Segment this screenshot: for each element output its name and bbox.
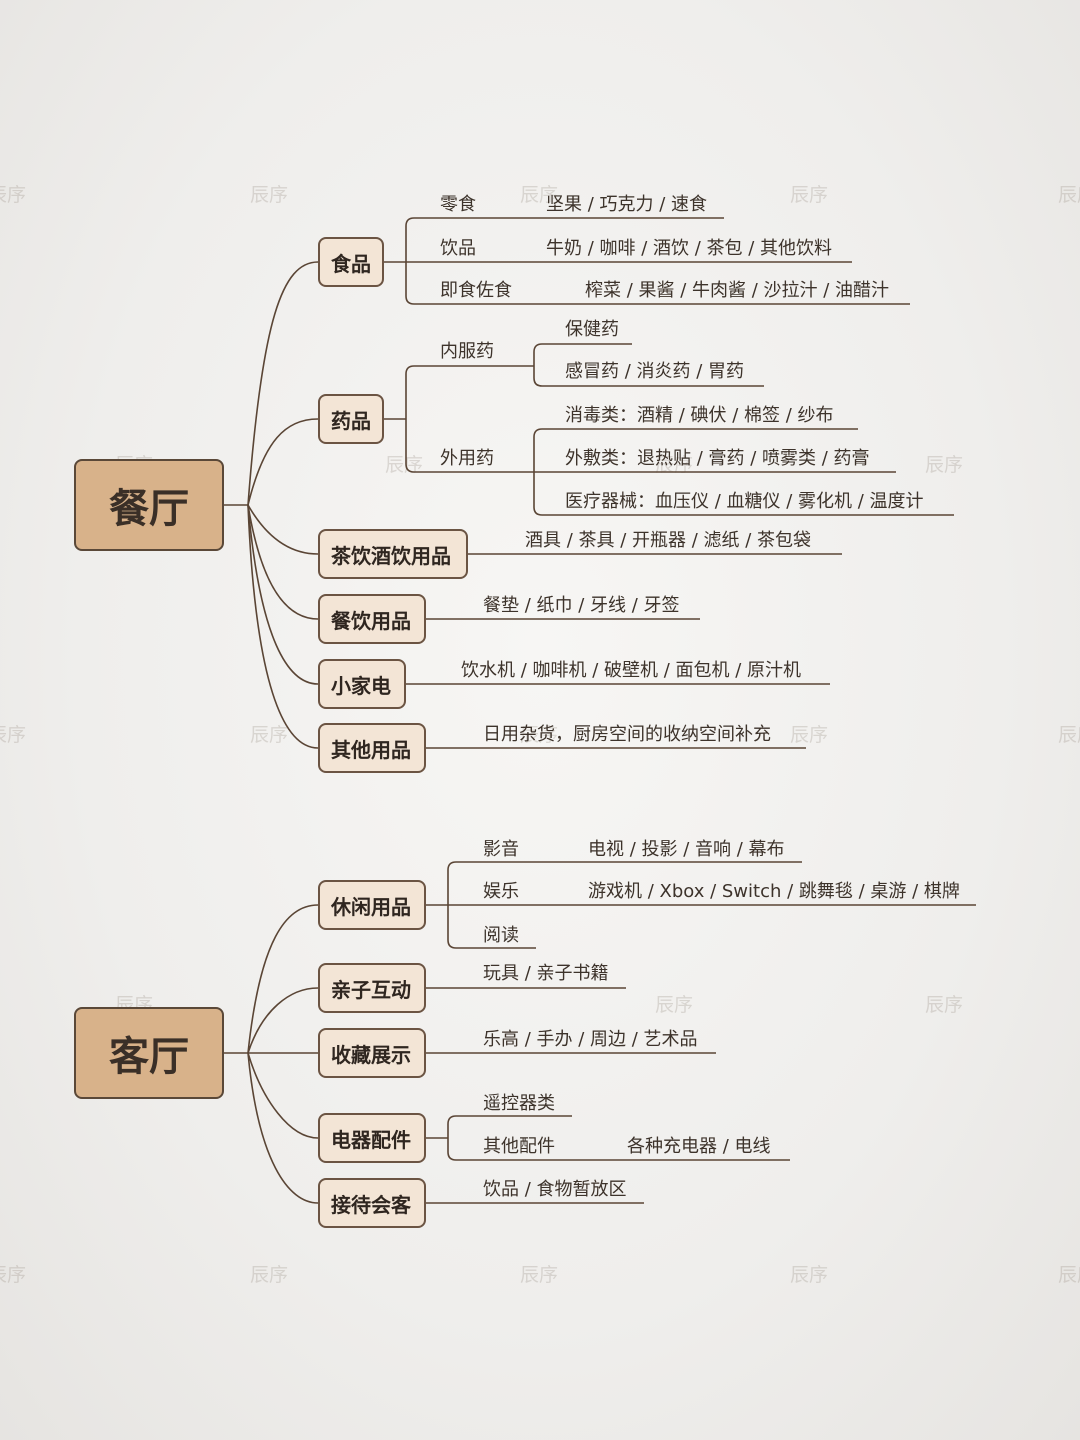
watermark: 辰序 — [790, 184, 829, 206]
watermark: 辰序 — [250, 1264, 289, 1286]
medicine-external: 外用药 — [440, 448, 494, 469]
leisure-read: 阅读 — [483, 925, 519, 946]
node-other: 其他用品 — [318, 723, 426, 773]
food-side: 即食佐食 — [440, 280, 512, 301]
node-tea-wine: 茶饮酒饮用品 — [318, 529, 468, 579]
other-items: 日用杂货，厨房空间的收纳空间补充 — [483, 724, 771, 745]
watermark: 辰序 — [385, 454, 424, 476]
watermark: 辰序 — [925, 454, 964, 476]
food-drink-items: 牛奶 / 咖啡 / 酒饮 / 茶包 / 其他饮料 — [546, 238, 833, 259]
appliance-items: 饮水机 / 咖啡机 / 破壁机 / 面包机 / 原汁机 — [461, 660, 802, 681]
watermark: 辰序 — [655, 994, 694, 1016]
electric-remote: 遥控器类 — [483, 1093, 555, 1114]
watermark: 辰序 — [0, 1264, 27, 1286]
root-restaurant: 餐厅 — [74, 459, 224, 551]
watermark: 辰序 — [520, 184, 559, 206]
leisure-fun-items: 游戏机 / Xbox / Switch / 跳舞毯 / 桌游 / 棋牌 — [588, 881, 960, 902]
root-living-room: 客厅 — [74, 1007, 224, 1099]
leisure-fun: 娱乐 — [483, 881, 519, 902]
tea-items: 酒具 / 茶具 / 开瓶器 / 滤纸 / 茶包袋 — [525, 530, 812, 551]
watermark: 辰序 — [0, 724, 27, 746]
node-family: 亲子互动 — [318, 963, 426, 1013]
watermark: 辰序 — [520, 1264, 559, 1286]
node-medicine: 药品 — [318, 394, 384, 444]
leisure-av-items: 电视 / 投影 / 音响 / 幕布 — [588, 839, 785, 860]
family-items: 玩具 / 亲子书籍 — [483, 963, 609, 984]
node-electric: 电器配件 — [318, 1113, 426, 1163]
watermark: 辰序 — [655, 454, 694, 476]
watermark: 辰序 — [1058, 184, 1080, 206]
electric-other: 其他配件 — [483, 1136, 555, 1157]
collect-items: 乐高 / 手办 / 周边 / 艺术品 — [483, 1029, 698, 1050]
medicine-internal-2: 感冒药 / 消炎药 / 胃药 — [565, 361, 745, 382]
guest-items: 饮品 / 食物暂放区 — [483, 1179, 627, 1200]
medicine-internal: 内服药 — [440, 341, 494, 362]
node-guest: 接待会客 — [318, 1178, 426, 1228]
food-snack: 零食 — [440, 194, 476, 215]
food-snack-items: 坚果 / 巧克力 / 速食 — [546, 194, 708, 215]
medicine-external-1: 消毒类：酒精 / 碘伏 / 棉签 / 纱布 — [565, 405, 834, 426]
node-dining: 餐饮用品 — [318, 594, 426, 644]
medicine-internal-1: 保健药 — [565, 319, 619, 340]
node-appliance: 小家电 — [318, 659, 406, 709]
watermark: 辰序 — [1058, 724, 1080, 746]
watermark: 辰序 — [250, 184, 289, 206]
watermark: 辰序 — [1058, 1264, 1080, 1286]
leisure-av: 影音 — [483, 839, 519, 860]
medicine-external-3: 医疗器械：血压仪 / 血糖仪 / 雾化机 / 温度计 — [565, 491, 924, 512]
node-collect: 收藏展示 — [318, 1028, 426, 1078]
watermark: 辰序 — [520, 724, 559, 746]
watermark: 辰序 — [925, 994, 964, 1016]
food-side-items: 榨菜 / 果酱 / 牛肉酱 / 沙拉汁 / 油醋汁 — [585, 280, 890, 301]
node-leisure: 休闲用品 — [318, 880, 426, 930]
watermark: 辰序 — [250, 724, 289, 746]
node-food: 食品 — [318, 237, 384, 287]
dining-items: 餐垫 / 纸巾 / 牙线 / 牙签 — [483, 595, 680, 616]
food-drink: 饮品 — [440, 238, 476, 259]
watermark: 辰序 — [790, 724, 829, 746]
medicine-external-2: 外敷类：退热贴 / 膏药 / 喷雾类 / 药膏 — [565, 448, 870, 469]
watermark: 辰序 — [790, 1264, 829, 1286]
electric-other-items: 各种充电器 / 电线 — [627, 1136, 771, 1157]
watermark: 辰序 — [0, 184, 27, 206]
